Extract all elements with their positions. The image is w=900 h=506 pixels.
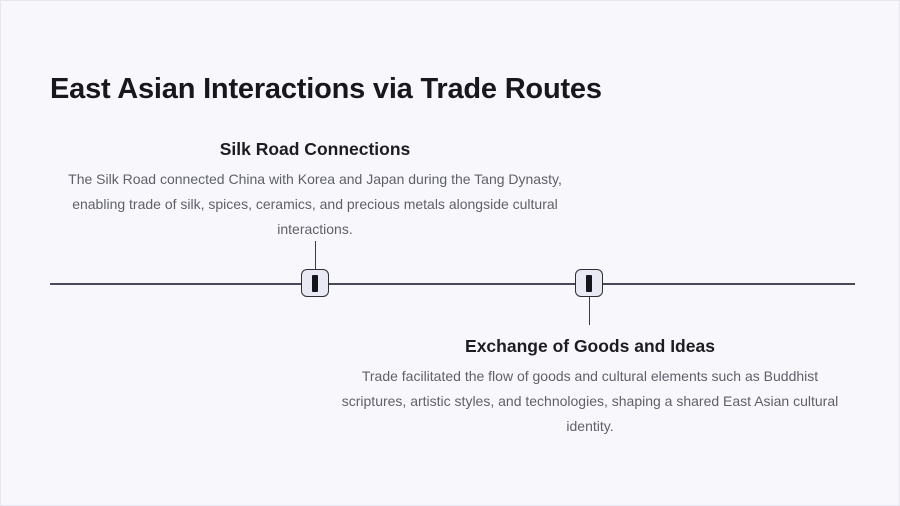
timeline-axis	[50, 283, 855, 285]
event-description: Trade facilitated the flow of goods and …	[341, 368, 839, 434]
timeline-marker-2[interactable]	[575, 269, 603, 297]
timeline-marker-1[interactable]	[301, 269, 329, 297]
timeline-connector-2	[588, 297, 590, 325]
slide-title: East Asian Interactions via Trade Routes	[50, 73, 602, 105]
event-description: The Silk Road connected China with Korea…	[68, 171, 562, 237]
event-title: Exchange of Goods and Ideas	[465, 336, 715, 356]
marker-icon	[586, 274, 592, 292]
marker-icon	[312, 274, 318, 292]
timeline-connector-1	[314, 241, 316, 269]
event-title: Silk Road Connections	[219, 139, 411, 159]
timeline-event-2: Exchange of Goods and Ideas Trade facili…	[340, 336, 840, 439]
timeline-event-1: Silk Road Connections The Silk Road conn…	[65, 139, 565, 242]
